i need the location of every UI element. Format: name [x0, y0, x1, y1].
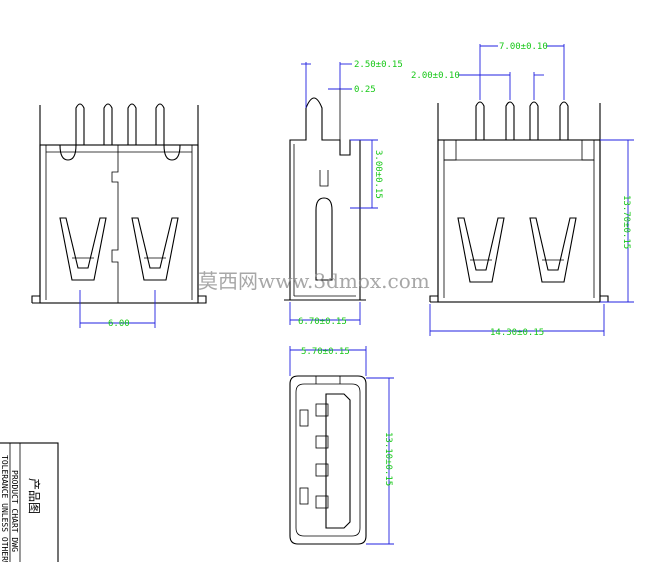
- front-feet: [31, 295, 207, 304]
- bottom-contact-1: [315, 403, 329, 417]
- rear-contact-right: [529, 217, 577, 283]
- dim-text-front-width: 6.00: [108, 319, 130, 329]
- rear-pin-3: [529, 101, 539, 140]
- dim-text-rear-height: 13.70±0.15: [621, 195, 631, 249]
- bottom-view: 5.70±0.15 13.10±0.15: [289, 346, 394, 545]
- dim-text-bottom-length: 13.10±0.15: [383, 432, 393, 486]
- rear-view: 7.00±0.10 2.00±0.10 13.70±0.15 14.30±0.1…: [411, 42, 634, 338]
- title-block: TOLERANCE UNLESS OTHERWISE PRODUCT CHART…: [0, 442, 59, 562]
- front-hook-right: [163, 144, 181, 161]
- dim-text-rear-width: 14.30±0.15: [490, 328, 544, 338]
- dim-text-side-pin-length: 3.00±0.15: [373, 150, 383, 199]
- dim-text-pin-pitch-small: 2.00±0.10: [411, 71, 460, 81]
- rear-feet: [429, 295, 609, 303]
- bottom-slot-2: [299, 487, 309, 505]
- dim-text-side-depth: 6.70±0.15: [298, 317, 347, 327]
- dim-text-side-pin-width: 2.50±0.15: [354, 60, 403, 70]
- front-hook-left: [59, 144, 77, 161]
- front-pin-3: [127, 103, 137, 145]
- bottom-slot-1: [299, 409, 309, 427]
- front-pin-2: [103, 103, 113, 145]
- rear-pin-1: [475, 101, 485, 140]
- front-housing-outline: [39, 144, 199, 304]
- side-view: 2.50±0.15 0.25 3.00±0.15 6.70±0.15: [284, 60, 403, 327]
- front-pin-4: [155, 103, 165, 145]
- rear-pin-2: [505, 101, 515, 140]
- front-contact-left: [59, 217, 107, 281]
- front-view: 6.00: [31, 103, 207, 329]
- title-block-frame: [0, 442, 59, 562]
- bottom-contact-2: [315, 435, 329, 449]
- title-block-product-chart: PRODUCT CHART DWG: [10, 470, 19, 552]
- front-contact-right: [131, 217, 179, 281]
- bottom-contact-3: [315, 463, 329, 477]
- rear-block-right: [581, 139, 595, 161]
- side-latch-slot: [315, 197, 333, 281]
- rear-block-left: [443, 139, 457, 161]
- rear-contact-left: [457, 217, 505, 283]
- dim-text-pin-pitch-top: 7.00±0.10: [499, 42, 548, 52]
- bottom-contact-4: [315, 495, 329, 509]
- bottom-housing-outline: [289, 375, 367, 545]
- front-center-divider: [111, 145, 119, 303]
- front-pin-1: [75, 103, 85, 145]
- bottom-tongue: [325, 393, 351, 529]
- bottom-housing-inner: [295, 383, 361, 537]
- dim-text-bottom-width: 5.70±0.15: [301, 347, 350, 357]
- title-block-chinese-title: 产品图: [27, 478, 41, 514]
- title-block-tolerance: TOLERANCE UNLESS OTHERWISE: [0, 455, 9, 562]
- watermark-text: 莫西网www.3dmox.com: [198, 269, 430, 293]
- rear-pin-4: [559, 101, 569, 140]
- side-latch-tab: [319, 170, 329, 187]
- dim-text-side-pin-thickness: 0.25: [354, 85, 376, 95]
